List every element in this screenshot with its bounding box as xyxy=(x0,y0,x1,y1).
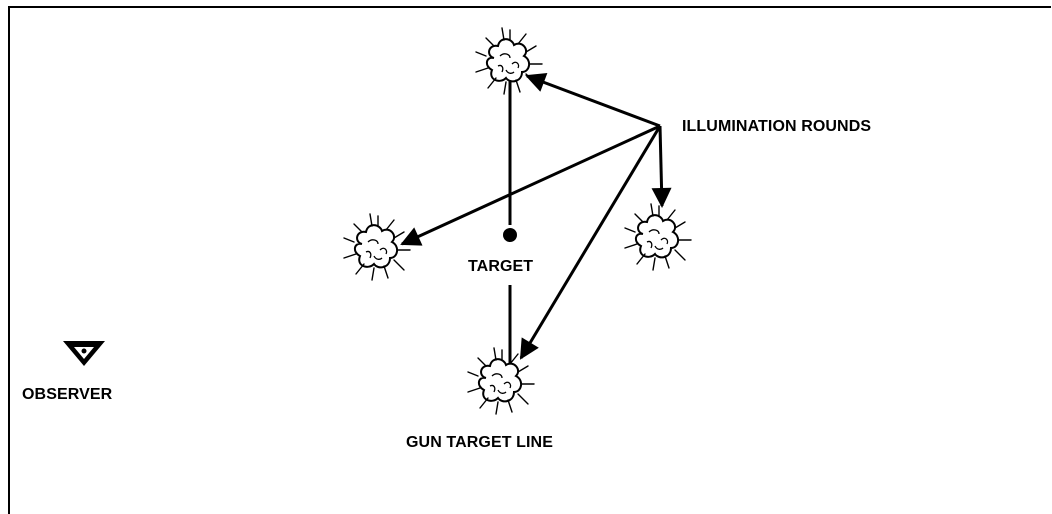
inverted-triangle-icon xyxy=(63,341,105,366)
burst-bottom-icon xyxy=(467,347,535,415)
gun-target-line-label: GUN TARGET LINE xyxy=(406,434,553,451)
illumination-rounds-label: ILLUMINATION ROUNDS xyxy=(682,118,872,135)
arrow-to-top-burst xyxy=(525,72,661,128)
target-label: TARGET xyxy=(468,258,534,275)
observer-label: OBSERVER xyxy=(22,386,113,403)
target-dot-icon xyxy=(503,228,517,242)
arrow-to-right-burst xyxy=(651,125,672,208)
arrow-to-bottom-burst xyxy=(519,125,662,360)
diagram-frame xyxy=(8,6,1051,514)
arrow-to-left-burst xyxy=(400,124,661,246)
burst-right-icon xyxy=(624,203,692,271)
burst-left-icon xyxy=(343,213,411,281)
